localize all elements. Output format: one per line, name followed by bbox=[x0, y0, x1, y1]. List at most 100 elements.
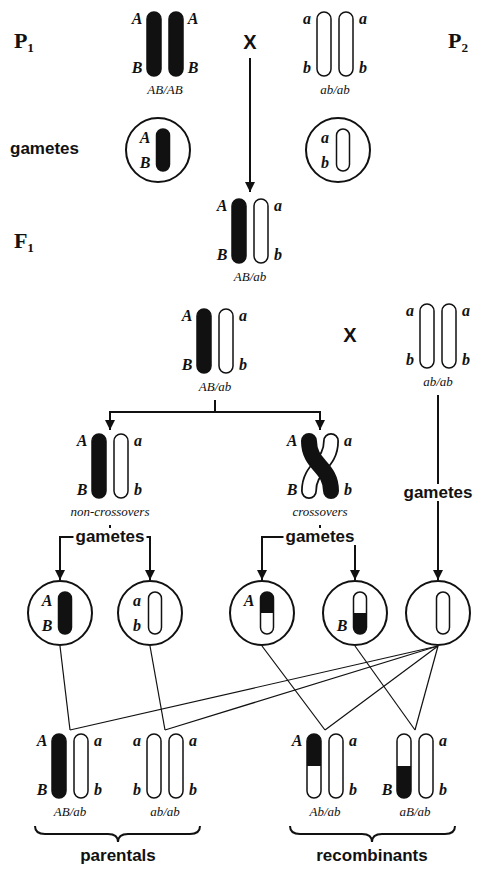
chromosome-pair: ABabnon-crossovers bbox=[60, 430, 160, 525]
allele-letter: A bbox=[37, 733, 48, 749]
chromosome-pair: AabAb/ab bbox=[285, 730, 365, 825]
chromosome-outline bbox=[149, 592, 162, 634]
chromosome-body bbox=[149, 592, 162, 634]
allele-letter: b bbox=[406, 352, 414, 368]
chromosome bbox=[307, 734, 321, 798]
allele-letter: b bbox=[349, 782, 357, 798]
chromosome-pair: ABabAB/ab bbox=[175, 305, 255, 400]
allele-letter: a bbox=[189, 733, 197, 749]
group-label: recombinants bbox=[314, 847, 429, 864]
node-shape bbox=[27, 580, 93, 646]
cross-symbol: X bbox=[243, 32, 256, 52]
chromosome-segment bbox=[307, 741, 321, 766]
chromosome-segment bbox=[397, 766, 411, 798]
chromosome-outline bbox=[157, 129, 170, 171]
chromosome-outline bbox=[59, 592, 72, 634]
allele-letter: A bbox=[244, 593, 255, 609]
gamete-cell: gametes bbox=[405, 580, 471, 646]
node-shape bbox=[405, 580, 471, 646]
chromosome bbox=[169, 12, 183, 76]
gametes-label: gametes bbox=[74, 528, 147, 545]
node-shape bbox=[322, 580, 388, 646]
gamete-cell: ab bbox=[305, 117, 371, 183]
allele-letter: A bbox=[77, 433, 88, 449]
gamete-cell: A bbox=[229, 580, 295, 646]
chromosome-outline bbox=[339, 12, 353, 76]
allele-letter: a bbox=[321, 130, 329, 146]
allele-letter: b bbox=[189, 782, 197, 798]
offspring-line bbox=[60, 646, 70, 730]
offspring-line bbox=[165, 646, 438, 730]
chromosome bbox=[147, 734, 161, 798]
chromosome-pair: aBbaB/ab bbox=[375, 730, 455, 825]
genotype-label: aB/ab bbox=[399, 805, 430, 818]
chromosome-outline bbox=[92, 434, 106, 498]
chromosome bbox=[437, 592, 450, 634]
chromosome bbox=[149, 592, 162, 634]
allele-letter: B bbox=[42, 618, 53, 634]
chromosome-outline bbox=[442, 304, 456, 368]
chromosome bbox=[219, 309, 233, 373]
allele-letter: b bbox=[359, 60, 367, 76]
allele-letter: B bbox=[140, 155, 151, 171]
node-shape bbox=[305, 117, 371, 183]
allele-letter: A bbox=[182, 308, 193, 324]
genotype-label: AB/ab bbox=[199, 380, 232, 393]
chromosome-outline bbox=[147, 734, 161, 798]
offspring-line bbox=[325, 646, 438, 730]
chromosome-outline bbox=[337, 129, 350, 171]
chromosome-body bbox=[92, 434, 106, 498]
chromosome-segment bbox=[307, 734, 321, 766]
connector-layer bbox=[60, 395, 438, 730]
chromosome-body bbox=[219, 309, 233, 373]
allele-letter: a bbox=[303, 11, 311, 27]
chromosome-outline bbox=[232, 199, 246, 263]
allele-letter: B bbox=[287, 482, 298, 498]
chromosome-outline bbox=[437, 592, 450, 634]
chromosome bbox=[329, 734, 343, 798]
chromosome-body bbox=[329, 734, 343, 798]
chromosome-outline bbox=[420, 304, 434, 368]
chromosome-pair: aabbab/ab bbox=[398, 300, 478, 395]
genotype-label: ab/ab bbox=[320, 83, 350, 96]
chromosome-body bbox=[419, 734, 433, 798]
node-shape bbox=[229, 580, 295, 646]
allele-letter: A bbox=[217, 198, 228, 214]
cell-outline bbox=[406, 581, 470, 645]
chromosome-outline bbox=[219, 309, 233, 373]
allele-letter: A bbox=[188, 11, 199, 27]
allele-letter: a bbox=[94, 733, 102, 749]
allele-letter: a bbox=[133, 593, 141, 609]
allele-letter: a bbox=[344, 433, 352, 449]
genotype-label: Ab/ab bbox=[309, 805, 340, 818]
allele-letter: b bbox=[303, 60, 311, 76]
gamete-heading: gametes bbox=[402, 484, 475, 501]
chromosome-outline bbox=[329, 734, 343, 798]
allele-letter: b bbox=[94, 782, 102, 798]
allele-letter: a bbox=[134, 433, 142, 449]
allele-letter: B bbox=[37, 782, 48, 798]
allele-letter: b bbox=[274, 247, 282, 263]
genotype-label: crossovers bbox=[292, 505, 347, 518]
chromosome bbox=[147, 12, 161, 76]
chromosome-outline bbox=[261, 592, 274, 634]
chromosome-body bbox=[397, 734, 411, 798]
chromosome bbox=[157, 129, 170, 171]
chromosome bbox=[169, 734, 183, 798]
chromosome-pair: aabbab/ab bbox=[125, 730, 205, 825]
chromosome bbox=[420, 304, 434, 368]
chromosome-outline bbox=[74, 734, 88, 798]
gamete-cell: AB bbox=[125, 117, 191, 183]
gamete-arrow bbox=[110, 400, 215, 430]
genotype-label: ab/ab bbox=[423, 375, 453, 388]
chromosome-segment bbox=[397, 766, 411, 791]
chromosome-pair: ABabAB/ab bbox=[30, 730, 110, 825]
chromosome-body bbox=[232, 199, 246, 263]
chromosome-segment bbox=[261, 599, 274, 614]
chromosome-outline bbox=[147, 12, 161, 76]
chromosome bbox=[261, 592, 274, 634]
chromosome bbox=[397, 734, 411, 798]
genotype-label: non-crossovers bbox=[71, 505, 150, 518]
cell-outline bbox=[126, 118, 190, 182]
gametes-label: gametes bbox=[284, 528, 357, 545]
